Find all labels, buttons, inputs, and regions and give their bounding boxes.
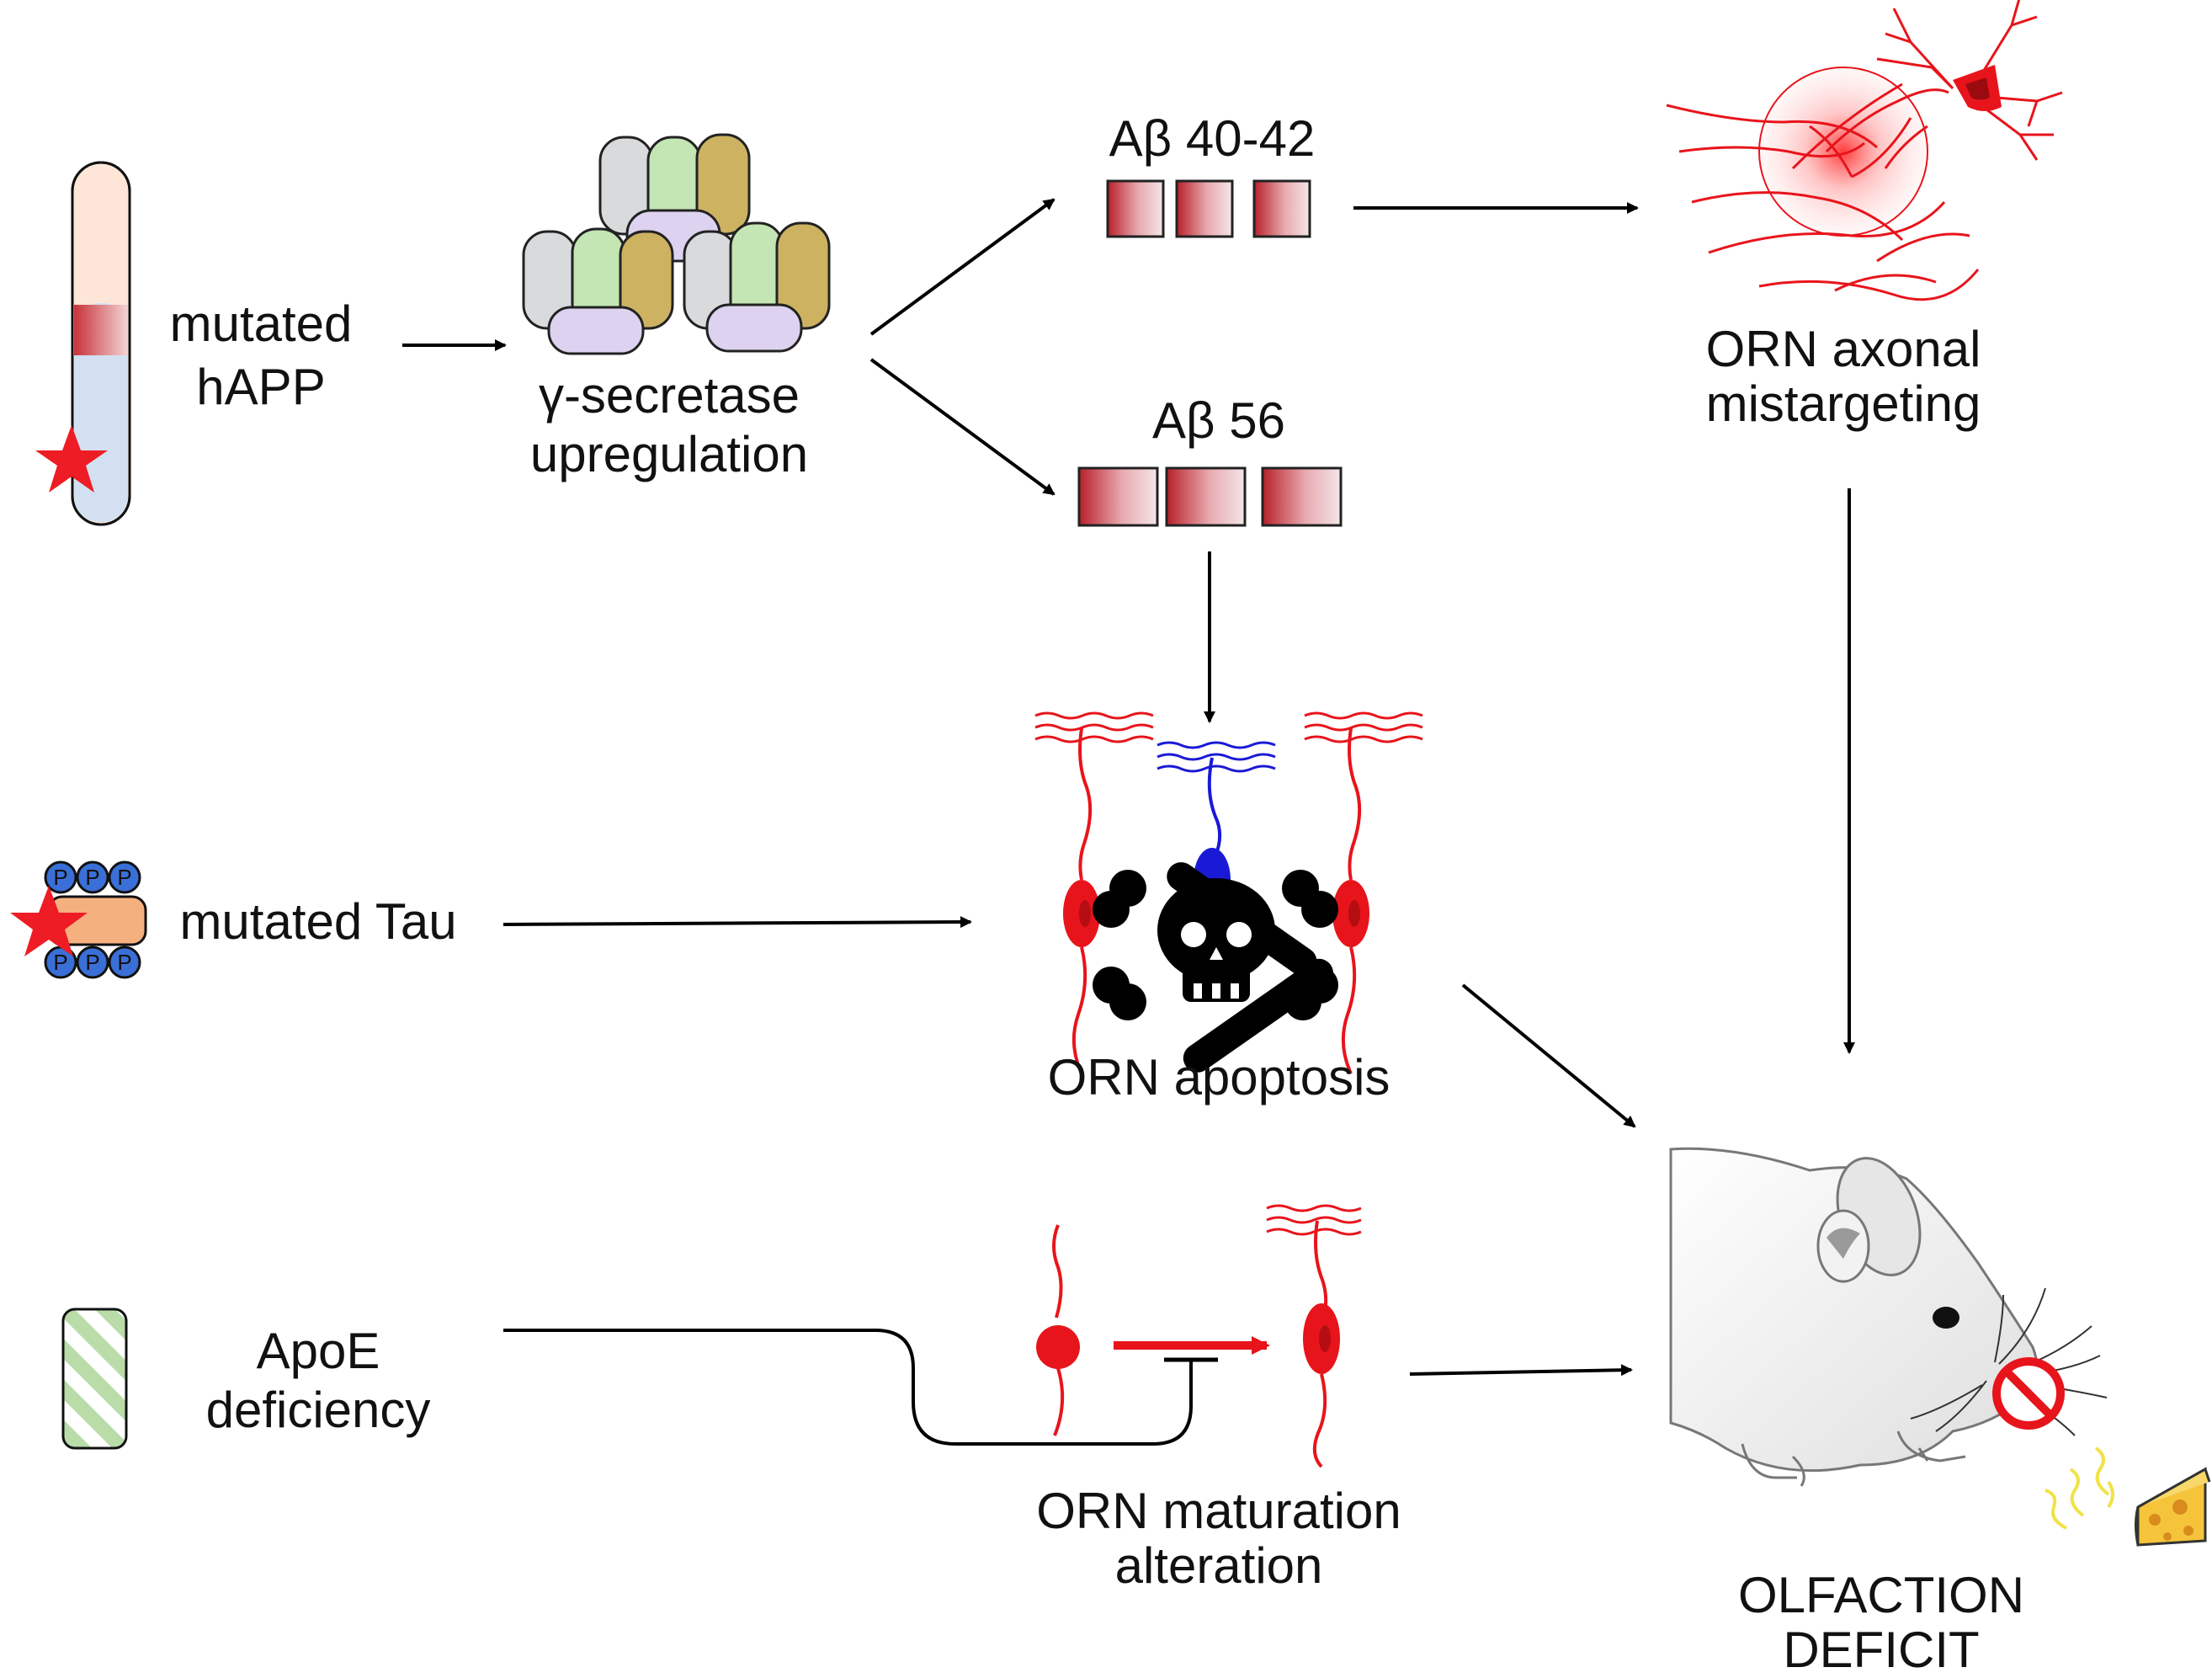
phospho-label: P [117, 950, 131, 975]
deficit-label-2: DEFICIT [1783, 1622, 1979, 1678]
tau-label: mutated Tau [179, 893, 456, 950]
maturation-label-2: alteration [1115, 1537, 1323, 1594]
abeta4042-label: Aβ 40-42 [1109, 110, 1316, 167]
apoe-icon [61, 1308, 128, 1450]
phospho-label: P [53, 865, 67, 890]
happp-label-1: mutated [170, 296, 353, 352]
phospho-label: P [85, 950, 99, 975]
apoe-label-2: deficiency [206, 1382, 431, 1438]
maturation-label-1: ORN maturation [1036, 1483, 1401, 1539]
arrow-to-abeta56 [869, 358, 1055, 496]
star-icon [35, 425, 108, 493]
arrow-apoptosis-to-deficit [1461, 983, 1636, 1128]
apoptosis-label: ORN apoptosis [1048, 1049, 1390, 1105]
mistargeting-glomerulus-icon [1666, 0, 2063, 301]
happp-label-2: hAPP [196, 359, 325, 415]
abeta56-oligomer [1077, 466, 1343, 527]
secretase-label-2: upregulation [530, 426, 808, 482]
tau-protein-icon: P P P P P P [10, 860, 147, 979]
chromosome-icon [35, 161, 131, 526]
mistarget-label-2: mistargeting [1706, 376, 1981, 432]
secretase-complex-icon [522, 133, 831, 355]
no-symbol-icon [1992, 1357, 2065, 1430]
phospho-label: P [117, 865, 131, 890]
abeta4042-oligomer [1106, 179, 1311, 238]
deficit-label-1: OLFACTION [1738, 1567, 2024, 1623]
immature-neuron-icon [1036, 1224, 1080, 1436]
phospho-label: P [85, 865, 99, 890]
inhibition-line [503, 1329, 1193, 1446]
mistarget-label-1: ORN axonal [1706, 321, 1981, 377]
abeta56-label: Aβ 56 [1152, 392, 1285, 449]
secretase-label-1: γ-secretase [539, 367, 800, 423]
mouse-icon [1669, 1147, 2108, 1487]
arrow-maturation-to-deficit [1409, 1364, 1633, 1377]
cheese-icon [2045, 1446, 2211, 1547]
skull-crossbones-icon [1093, 862, 1338, 1073]
apoe-label-1: ApoE [257, 1323, 380, 1379]
star-icon [10, 886, 88, 956]
phospho-label: P [53, 950, 67, 975]
mature-neuron-icon [1266, 1204, 1362, 1468]
arrow-tau-to-apoptosis [502, 916, 972, 929]
arrow-to-abeta4042 [869, 198, 1055, 336]
